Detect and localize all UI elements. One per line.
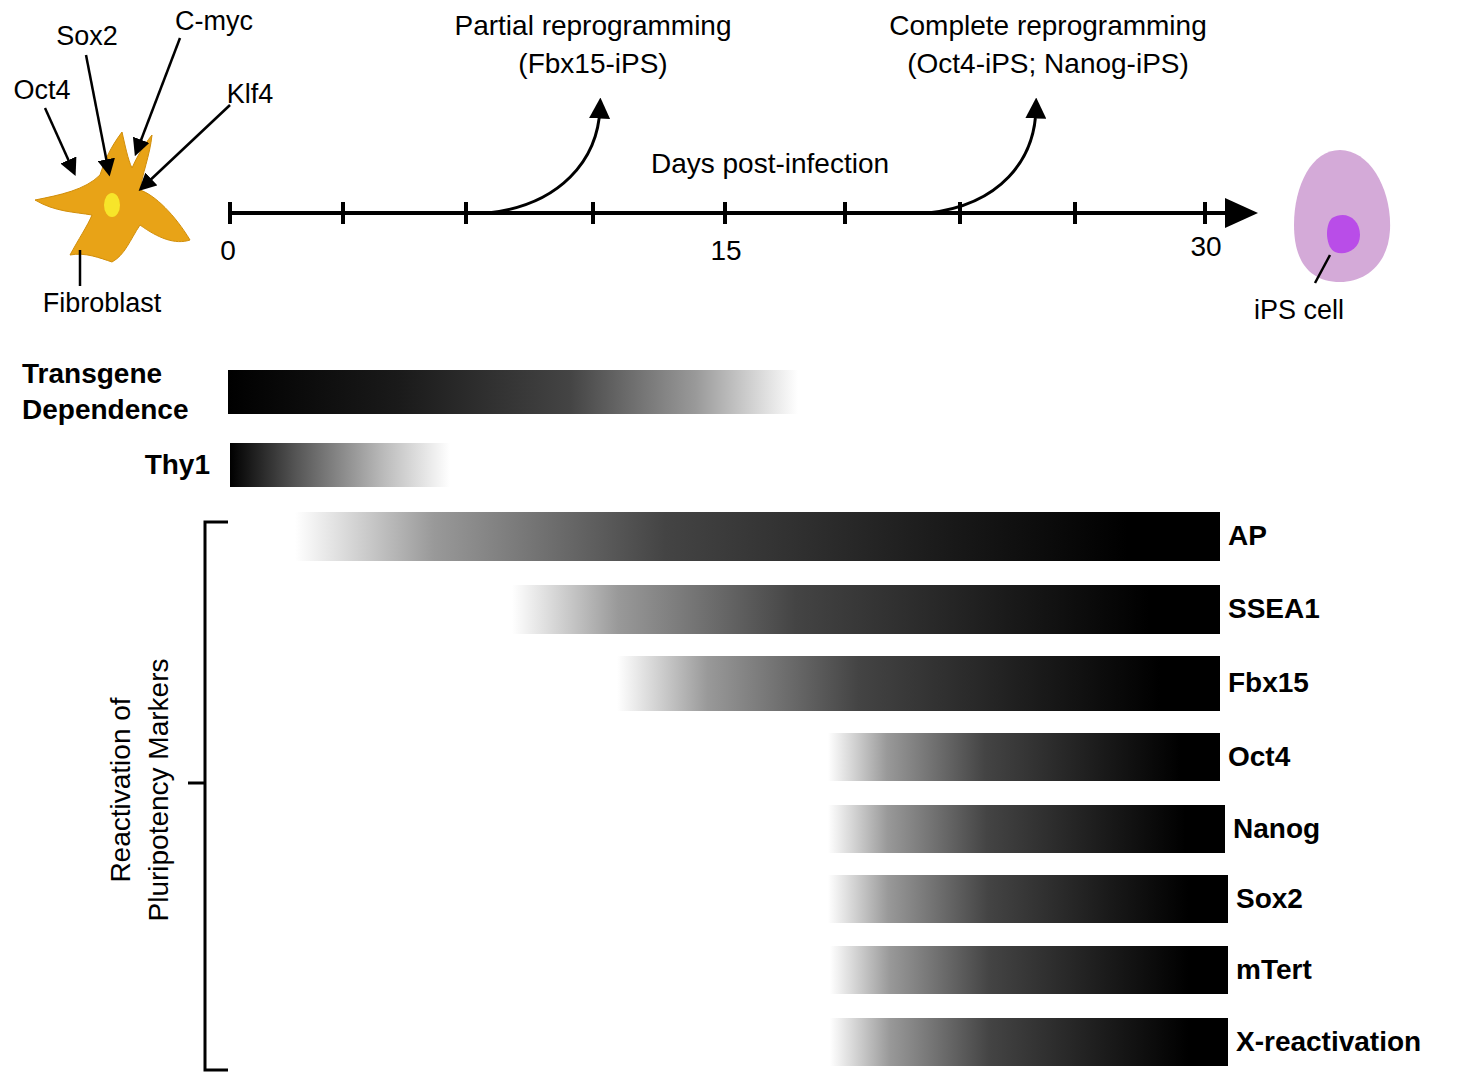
text-label: Days post-infection [651,145,889,183]
marker-name: Transgene Dependence [22,356,212,429]
bracket [188,522,228,1070]
gradient-bar [830,946,1228,994]
tick [1073,202,1077,224]
axis-tick-label: 30 [1190,228,1221,266]
axis-tick-label: 0 [220,232,236,270]
text-label: Complete reprogramming (Oct4-iPS; Nanog-… [858,7,1238,83]
marker-bar: Transgene Dependence [228,370,798,414]
marker-bar: Sox2 [828,875,1228,923]
branch-arrows [488,108,1036,213]
text-label: C-myc [175,3,253,39]
factor-arrows [45,38,230,286]
gradient-bar [828,733,1220,781]
tick [591,202,595,224]
text-label: Sox2 [56,18,118,54]
gradient-bar [828,875,1228,923]
text-label: Oct4 [13,72,70,108]
tick [843,202,847,224]
tick [341,202,345,224]
leader-line [1315,255,1330,283]
marker-name: SSEA1 [1228,591,1320,627]
marker-bar: mTert [830,946,1228,994]
marker-name: Nanog [1233,811,1320,847]
marker-name: mTert [1236,952,1312,988]
marker-bar: X-reactivation [830,1018,1228,1066]
nucleus [104,193,120,217]
fibroblast-cell [35,132,190,262]
gradient-bar [512,585,1220,634]
marker-bar: SSEA1 [512,585,1220,634]
timeline-axis [230,198,1258,228]
axis-tick-label: 15 [710,232,741,270]
tick [1203,202,1207,224]
marker-name: X-reactivation [1236,1024,1421,1060]
text-label: Klf4 [227,76,274,112]
text-label: Partial reprogramming (Fbx15-iPS) [423,7,763,83]
marker-bar: Nanog [828,805,1225,853]
gradient-bar [295,512,1220,561]
ips-cell [1294,150,1390,282]
marker-bar: AP [295,512,1220,561]
marker-bar: Oct4 [828,733,1220,781]
text-label: iPS cell [1254,292,1344,328]
marker-name: Oct4 [1228,739,1290,775]
tick [464,202,468,224]
marker-name: Sox2 [1236,881,1303,917]
gradient-bar [830,1018,1228,1066]
marker-name: Thy1 [145,447,210,483]
marker-bar: Fbx15 [617,656,1220,711]
tick [723,202,727,224]
marker-name: AP [1228,518,1267,554]
text-label: Fibroblast [43,285,162,321]
marker-bar: Thy1 [230,443,450,487]
ips-nucleus [1327,215,1360,253]
gradient-bar [617,656,1220,711]
marker-name: Fbx15 [1228,665,1309,701]
tick [228,202,232,224]
text-label: Reactivation of Pluripotency Markers [102,625,178,955]
gradient-bar [828,805,1225,853]
gradient-bar [228,370,798,414]
gradient-bar [230,443,450,487]
